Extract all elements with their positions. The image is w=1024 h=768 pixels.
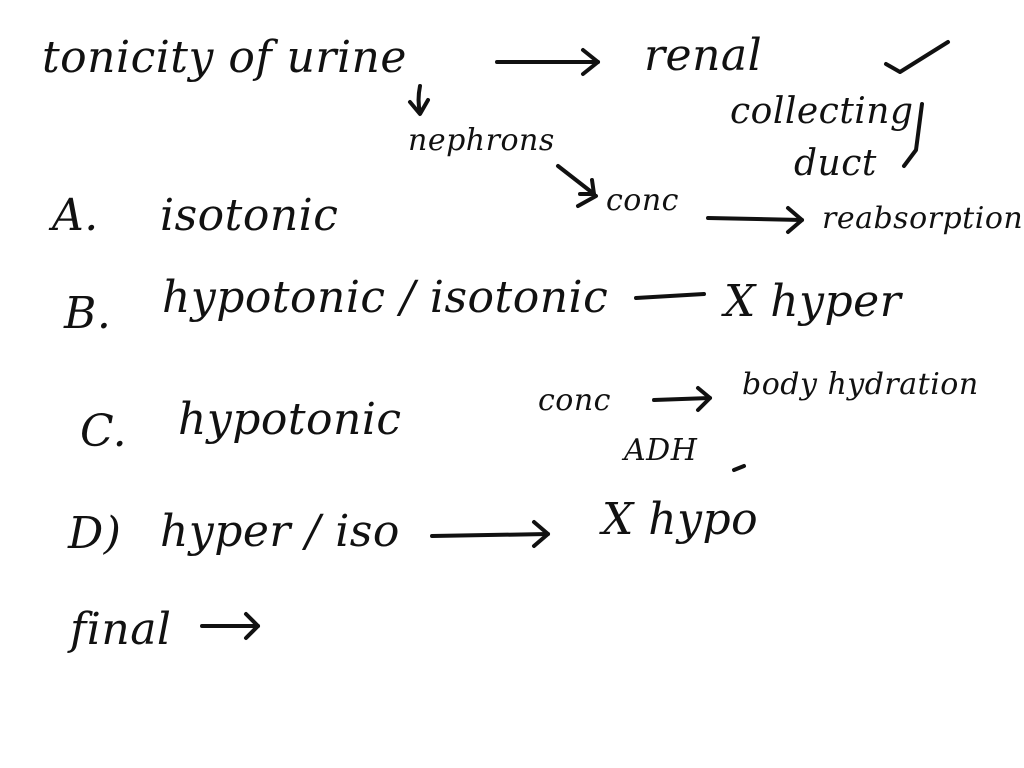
arrow-final (200, 612, 260, 640)
option-b-label: B. (64, 288, 112, 339)
collecting-duct-bracket (902, 102, 924, 168)
option-b-text: hypotonic / isotonic (162, 272, 609, 323)
option-b-result: X hyper (724, 276, 902, 327)
reabsorption-text: reabsorption (822, 201, 1024, 236)
option-d-result: X hypo (602, 494, 759, 545)
option-d-label: D) (68, 508, 122, 559)
nephrons-text: nephrons (408, 123, 555, 158)
small-mark (732, 464, 746, 472)
arrow-title-to-renal (495, 48, 600, 76)
collecting-text: collecting (730, 91, 914, 132)
adh-text: ADH (624, 433, 698, 468)
option-c-label: C. (80, 406, 128, 457)
conc-text: conc (606, 183, 679, 218)
arrow-nephrons-to-conc (556, 164, 598, 208)
title-text: tonicity of urine (42, 32, 407, 83)
arrow-conc-to-reabsorption (706, 206, 804, 234)
option-c-text: hypotonic (178, 394, 402, 445)
option-c-result: body hydration (742, 367, 979, 402)
check-mark (884, 40, 950, 74)
duct-text: duct (794, 143, 877, 184)
renal-text: renal (644, 30, 763, 81)
arrow-down-to-nephrons (408, 84, 430, 116)
option-a-text: isotonic (160, 190, 339, 241)
final-text: final (70, 604, 172, 655)
option-a-label: A. (52, 190, 99, 241)
dash-option-b (634, 292, 706, 300)
arrow-option-c (652, 386, 712, 412)
option-c-conc: conc (538, 383, 611, 418)
arrow-option-d (430, 520, 550, 548)
option-d-text: hyper / iso (160, 506, 400, 557)
